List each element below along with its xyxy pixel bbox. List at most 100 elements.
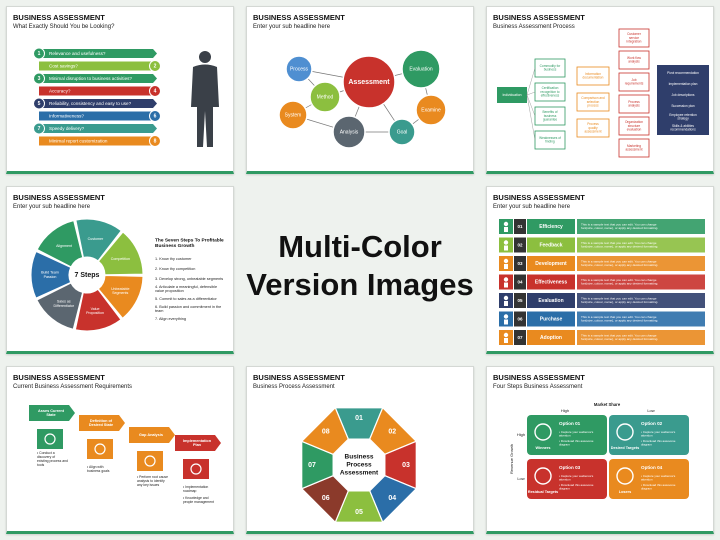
matrix-axis-side-label: Revenue Growth (509, 444, 514, 474)
requirement-icon-box (37, 429, 63, 449)
slide-thumbnail-2[interactable]: BUSINESS ASSESSMENT Enter your sub headl… (246, 6, 474, 174)
ribbon-number: 5 (38, 101, 41, 107)
businessman-silhouette (191, 51, 219, 147)
quadrant-bullet: • Download this awesome (641, 439, 676, 443)
slide-thumbnail-7[interactable]: BUSINESS ASSESSMENT Current Business Ass… (6, 366, 234, 534)
requirement-step-label: Plan (193, 443, 202, 447)
requirement-bullet: • Perform root cause (137, 475, 168, 479)
slide-thumbnail-9[interactable]: BUSINESS ASSESSMENT Four Steps Business … (486, 366, 714, 534)
flow-result-item: Succession plan (671, 104, 694, 108)
ribbon-band (39, 61, 161, 71)
wheel-segment-label: Value (91, 307, 100, 311)
slide-title: BUSINESS ASSESSMENT (493, 193, 585, 202)
requirement-step-arrow (79, 415, 125, 431)
flow-step-label: guarantee (543, 118, 558, 122)
businessman-body (191, 64, 219, 147)
flow-connector (526, 67, 536, 96)
wheel-segment-label: Passion (44, 275, 57, 279)
row-description-box (577, 256, 705, 271)
ribbon-band (35, 124, 157, 133)
row-description: This is a sample text that you can edit.… (581, 334, 657, 338)
person-icon (504, 338, 508, 343)
person-icon (503, 240, 509, 245)
requirement-step-arrow (175, 435, 221, 451)
slide-thumbnail-4[interactable]: BUSINESS ASSESSMENT Enter your sub headl… (6, 186, 234, 354)
wheel-hub (71, 259, 103, 291)
ribbon-number: 8 (154, 139, 157, 145)
flow-start-label: Individuation (502, 93, 521, 97)
requirement-bullet: • Conduct a (37, 451, 55, 455)
matrix-axis-low: Low (647, 408, 654, 413)
row-icon-box (499, 293, 513, 308)
octagon-segment-number: 03 (402, 462, 410, 469)
flow-step-label: service (629, 36, 639, 40)
steps-heading: Business Growth (155, 243, 195, 249)
network-bubble (388, 118, 416, 146)
person-icon (504, 282, 508, 288)
wheel-segment-label: Sales as (57, 300, 71, 304)
requirement-bullet: existing process and (37, 459, 68, 463)
row-description: This is a sample text that you can edit.… (581, 278, 657, 282)
slide-thumbnail-3[interactable]: BUSINESS ASSESSMENT Business Assessment … (486, 6, 714, 174)
requirement-bullet: • Implementation (183, 485, 208, 489)
requirement-icon-box (183, 459, 209, 479)
person-icon (503, 277, 509, 282)
matrix-axis-top-label: Market Share (594, 402, 621, 407)
row-description: font(size, colour, name), or apply any d… (581, 319, 658, 323)
person-icon (504, 245, 508, 251)
slide-subtitle: Four Steps Business Assessment (493, 384, 583, 390)
person-icon (504, 264, 508, 269)
slide-thumbnail-8[interactable]: BUSINESS ASSESSMENT Business Process Ass… (246, 366, 474, 534)
row-label-box (527, 219, 575, 234)
network-bubble (401, 49, 441, 89)
row-label: Purchase (540, 317, 563, 323)
row-description-box (577, 330, 705, 345)
quadrant-bullet: diagram (559, 443, 570, 447)
requirement-icon (44, 433, 56, 445)
slide-subtitle: Enter your sub headline here (13, 204, 91, 210)
flow-step-label: Process (628, 100, 640, 104)
wheel-segment-label: Segments (112, 291, 128, 295)
flow-step-label: analysis (628, 104, 640, 108)
network-bubble-label: Goal (397, 129, 408, 135)
wheel-segment (36, 282, 84, 330)
row-label: Evaluation (538, 298, 563, 304)
network-bubble-label: Evaluation (409, 66, 433, 72)
slide-title: BUSINESS ASSESSMENT (493, 13, 585, 22)
flow-step-box (576, 92, 610, 112)
row-description: This is a sample text that you can edit.… (581, 315, 657, 319)
row-number-box (514, 330, 526, 345)
person-icon (503, 295, 509, 301)
slide-title: BUSINESS ASSESSMENT (493, 373, 585, 382)
row-description: font(size, colour, name), or apply any d… (581, 282, 658, 286)
row-icon-box (499, 274, 513, 290)
requirement-bullet: • Knowledge and (183, 496, 209, 500)
ribbon-number: 4 (154, 89, 157, 95)
row-label-box (527, 330, 575, 345)
steps-list-item: 2. Know thy competition (155, 267, 195, 271)
wheel-segment-label: Build Team (41, 271, 59, 275)
quadrant-bullet: • Capture your audience's (641, 430, 676, 434)
requirement-icon (144, 455, 156, 467)
requirement-bullet: • Align with (87, 465, 104, 469)
network-bubble-label: System (285, 112, 302, 118)
slide-thumbnail-6[interactable]: BUSINESS ASSESSMENT Enter your sub headl… (486, 186, 714, 354)
ribbon-number-badge (149, 135, 161, 147)
network-bubble (342, 55, 396, 109)
flow-connector (526, 94, 536, 117)
center-title-line2: Version Images (246, 267, 474, 302)
flow-result-item: Skills & abilities (672, 124, 694, 128)
flow-step-box (618, 94, 650, 114)
slide-thumbnail-1[interactable]: BUSINESS ASSESSMENT What Exactly Should … (6, 6, 234, 174)
quadrant-icon (616, 467, 634, 485)
flow-result-item: Job descriptions (671, 93, 694, 97)
row-description: font(size, colour, name), or apply any d… (581, 245, 658, 249)
flow-start-box (497, 87, 527, 103)
network-bubble-label: Examine (421, 107, 441, 113)
quadrant-bullet: diagram (641, 487, 652, 491)
row-number: 05 (517, 298, 523, 303)
wheel-segment-label: Competition (111, 257, 130, 261)
row-description-box (577, 274, 705, 290)
row-number-box (514, 293, 526, 308)
requirement-step-arrow (129, 427, 175, 443)
